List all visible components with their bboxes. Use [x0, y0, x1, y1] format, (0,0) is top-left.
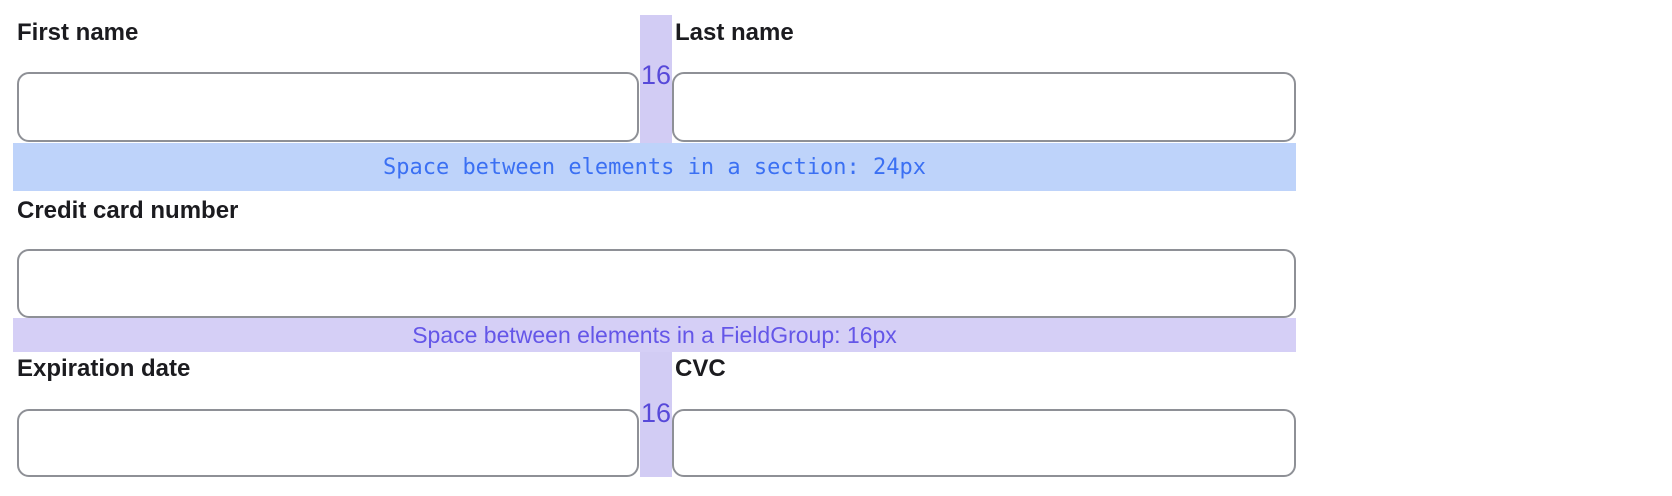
credit-card-number-label: Credit card number — [17, 197, 239, 224]
last-name-input[interactable] — [672, 72, 1296, 142]
section-gap-band: Space between elements in a section: 24p… — [13, 143, 1296, 191]
cvc-input[interactable] — [672, 409, 1296, 477]
vertical-gap-bar-bottom — [640, 352, 672, 477]
gap-size-label-top: 16 — [640, 60, 672, 90]
gap-size-label-bottom: 16 — [640, 398, 672, 428]
expiration-date-input[interactable] — [17, 409, 639, 477]
cvc-label: CVC — [675, 355, 726, 382]
expiration-date-label: Expiration date — [17, 355, 191, 382]
vertical-gap-bar-top — [640, 15, 672, 143]
credit-card-number-input[interactable] — [17, 249, 1296, 318]
fieldgroup-gap-band-label: Space between elements in a FieldGroup: … — [412, 321, 897, 348]
first-name-label: First name — [17, 19, 139, 46]
fieldgroup-gap-band: Space between elements in a FieldGroup: … — [13, 318, 1296, 352]
last-name-label: Last name — [675, 19, 794, 46]
first-name-input[interactable] — [17, 72, 639, 142]
section-gap-band-label: Space between elements in a section: 24p… — [382, 154, 927, 180]
